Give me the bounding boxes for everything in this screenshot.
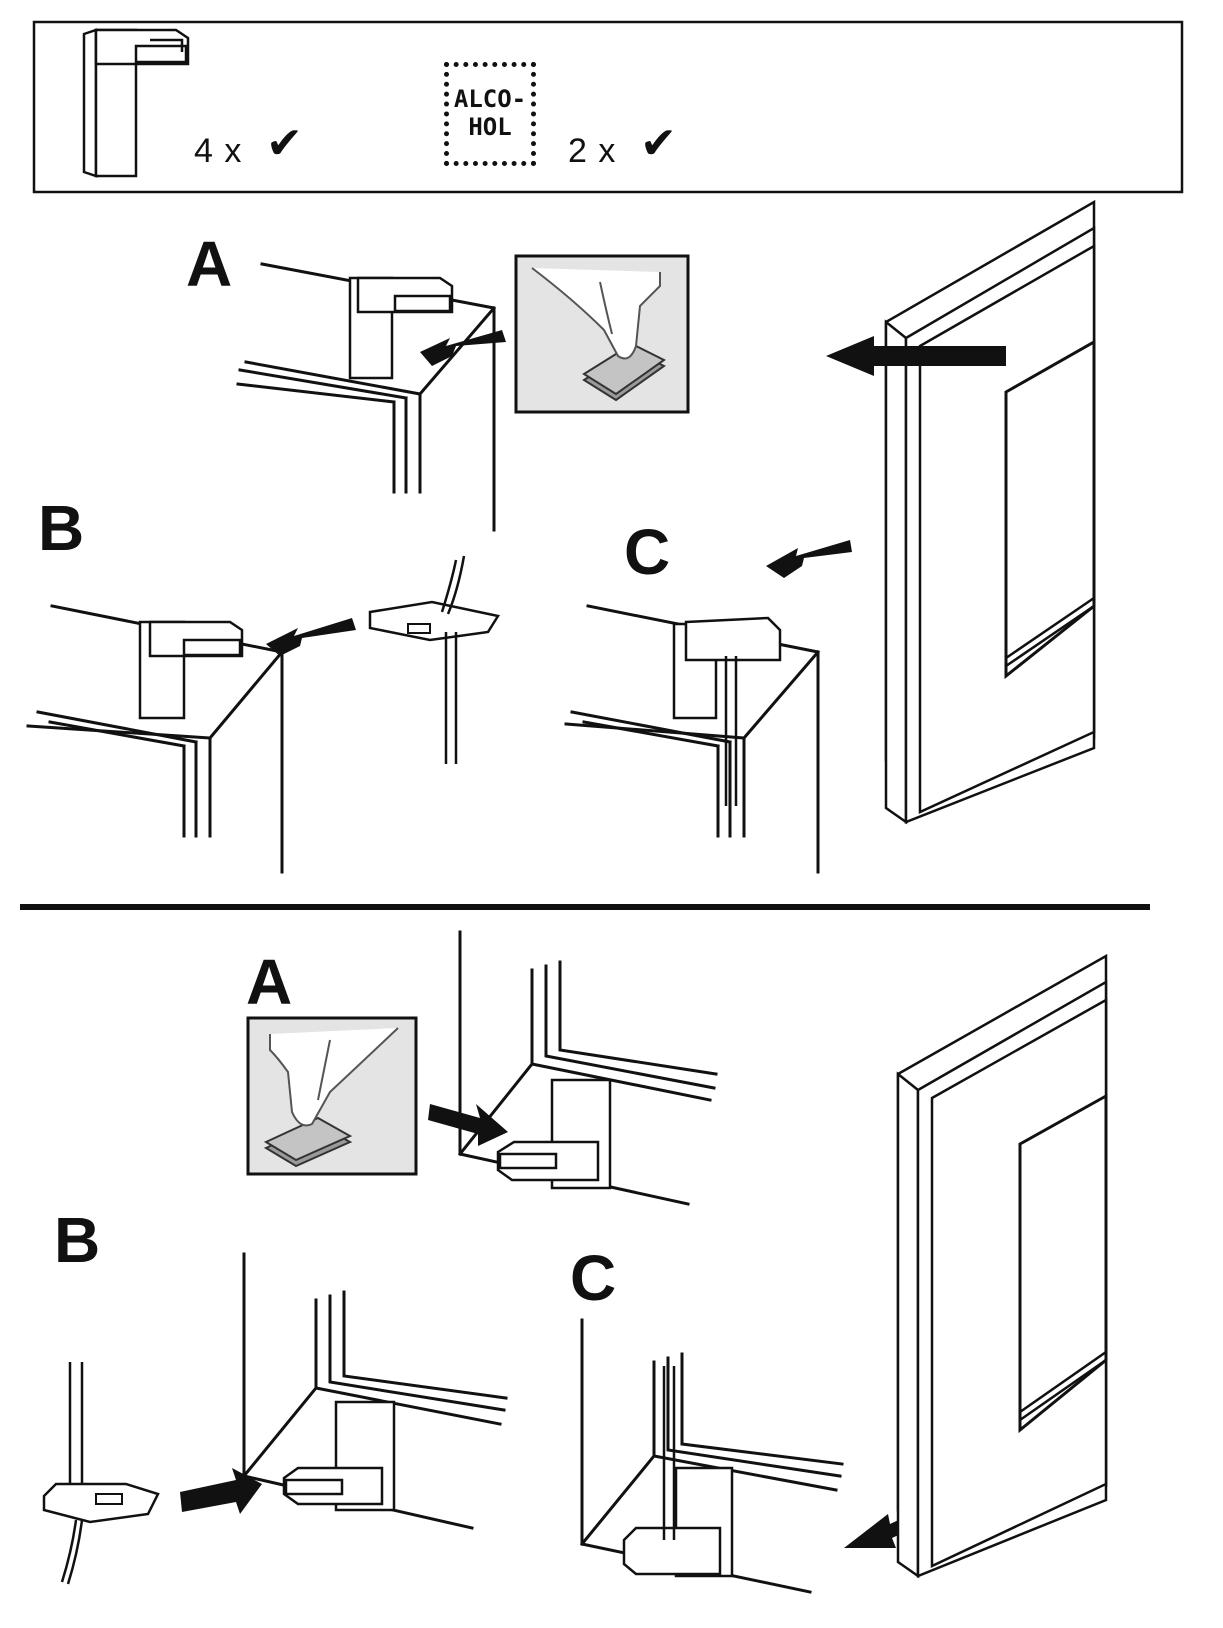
bottom-step-b-label: B <box>54 1204 101 1276</box>
arrow-icon <box>180 1468 262 1514</box>
bottom-c-block <box>622 1366 734 1578</box>
check-icon: ✔ <box>266 118 303 169</box>
bottom-c-corner <box>579 1318 844 1594</box>
bottom-a-bracket <box>496 1078 612 1190</box>
top-a-bracket <box>348 276 454 380</box>
arrow-icon <box>428 1104 508 1146</box>
arrow-icon <box>420 330 506 366</box>
alcohol-label-line1: ALCO- <box>453 85 527 114</box>
top-a-corner <box>236 262 497 532</box>
top-step-c-label: C <box>624 516 671 588</box>
alcohol-count: 2 x <box>568 132 617 170</box>
hand-wipe-icon <box>514 254 690 414</box>
bottom-step-c-label: C <box>570 1242 617 1314</box>
bottom-b-bracket <box>282 1400 396 1512</box>
picture-frame-icon <box>884 199 1096 825</box>
hand-wipe-icon <box>246 1016 418 1176</box>
bracket-count: 4 x <box>194 132 243 170</box>
alcohol-wipe-icon: ALCO- HOL <box>444 62 536 166</box>
top-c-corner <box>564 604 821 874</box>
top-b-bracket <box>138 620 244 720</box>
top-c-block <box>672 616 782 806</box>
arrow-icon <box>266 618 356 656</box>
arrow-icon <box>826 336 1006 376</box>
picture-frame-icon <box>896 953 1108 1579</box>
top-step-a-label: A <box>186 228 233 300</box>
top-step-b-label: B <box>38 492 85 564</box>
bottom-step-a-label: A <box>246 946 293 1018</box>
check-icon: ✔ <box>640 118 677 169</box>
wire-icon <box>368 555 501 764</box>
bottom-a-corner <box>457 930 718 1206</box>
parts-box <box>32 20 1184 194</box>
wire-icon <box>42 1362 160 1585</box>
arrow-icon <box>766 540 852 578</box>
alcohol-label-line2: HOL <box>468 113 512 141</box>
bracket-icon <box>82 28 190 178</box>
